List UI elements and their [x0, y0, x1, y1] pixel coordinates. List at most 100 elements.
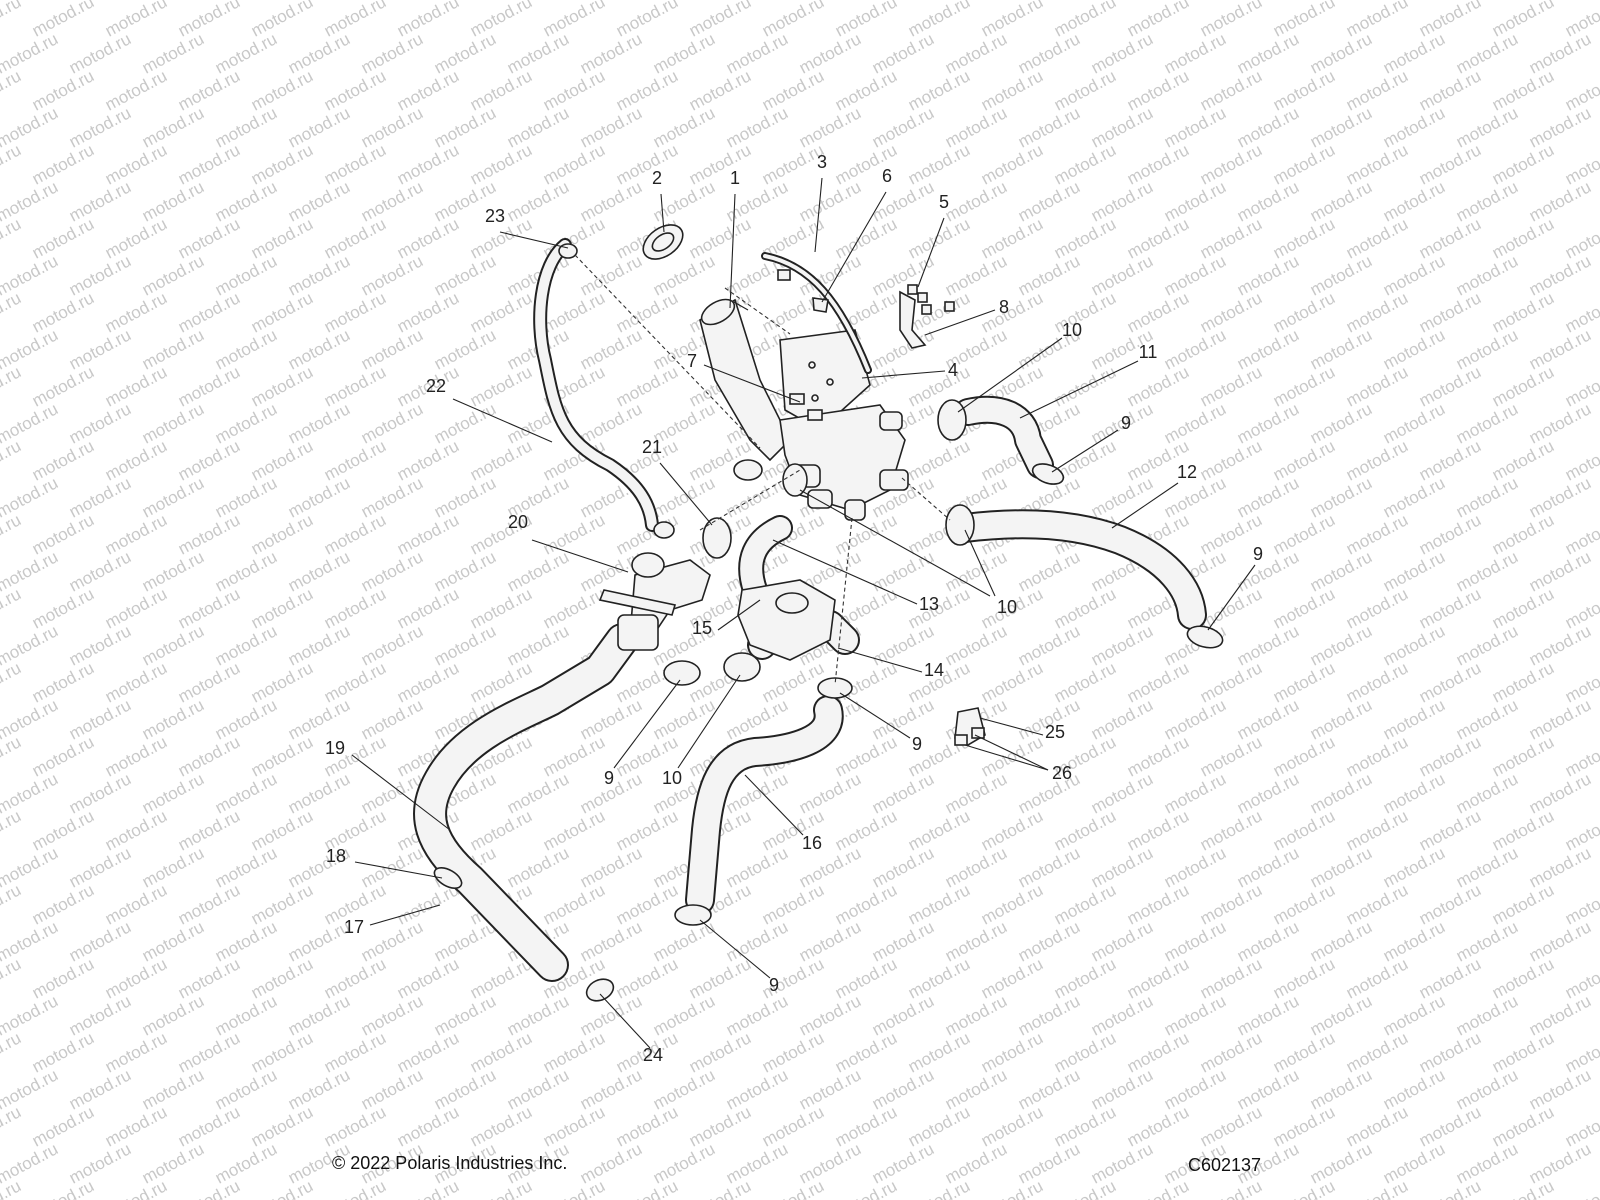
leader-c9b	[1207, 564, 1256, 631]
leader-c6	[821, 191, 887, 303]
leader-c10c	[677, 674, 741, 769]
leader-c2	[660, 193, 665, 233]
callout-c3: 3	[817, 152, 827, 172]
clamp-10c	[723, 652, 761, 682]
callout-c8: 8	[999, 297, 1009, 317]
bracket-8	[899, 290, 927, 349]
leader-c13	[772, 539, 918, 605]
leader-c9c	[613, 679, 681, 769]
leader-c7	[703, 364, 801, 403]
clip-6	[812, 297, 829, 313]
callout-c10a: 10	[1062, 320, 1082, 340]
callout-c9e: 9	[769, 975, 779, 995]
leader-c10b	[964, 529, 996, 597]
clamp-22-end	[653, 521, 675, 539]
callout-c10b: 10	[997, 597, 1017, 617]
callout-c23: 23	[485, 206, 505, 226]
clamp-9c	[663, 660, 701, 686]
callout-c14: 14	[924, 660, 944, 680]
leader-c20	[531, 539, 629, 573]
callout-c5: 5	[939, 192, 949, 212]
clamp-10a	[937, 399, 967, 441]
callout-c6: 6	[882, 166, 892, 186]
leader-c12	[1111, 482, 1179, 529]
leader-c19	[351, 754, 451, 831]
leader-c14	[837, 647, 923, 673]
bracket-plate-4	[779, 329, 871, 431]
callout-c15: 15	[692, 618, 712, 638]
thermostat-housing	[779, 404, 909, 521]
callout-c19: 19	[325, 738, 345, 758]
leader-c25	[979, 717, 1044, 736]
callout-labels: 1234567899999101010111213141516171819202…	[325, 152, 1263, 1065]
clamps	[433, 243, 1224, 1002]
cap-2	[642, 224, 684, 260]
hose-22	[533, 238, 659, 532]
hose-16	[685, 695, 844, 915]
callout-c9d: 9	[912, 734, 922, 754]
tube-3	[761, 252, 872, 374]
callout-c9b: 9	[1253, 544, 1263, 564]
housing-15	[737, 579, 836, 661]
figure-code: C602137	[1188, 1155, 1262, 1175]
leader-c9d	[839, 692, 911, 739]
callout-c10c: 10	[662, 768, 682, 788]
clamp-21	[702, 517, 732, 559]
leader-c3	[814, 177, 823, 253]
leader-c15	[717, 599, 761, 631]
clamp-9e	[674, 904, 712, 926]
clamp-10b	[945, 504, 975, 546]
callout-c24: 24	[643, 1045, 663, 1065]
callout-c18: 18	[326, 846, 346, 866]
hose-11	[954, 395, 1054, 479]
hose-19	[413, 623, 639, 982]
clamp-9a	[1031, 463, 1065, 485]
callout-c13: 13	[919, 594, 939, 614]
clip-7	[777, 269, 823, 421]
clamp-9d	[817, 677, 853, 699]
callout-c16: 16	[802, 833, 822, 853]
leader-c18	[354, 861, 443, 879]
leader-c5	[917, 217, 945, 288]
leader-c9e	[699, 919, 771, 979]
leader-c9a	[1051, 429, 1119, 473]
leader-c26	[964, 744, 1049, 771]
callout-c12: 12	[1177, 462, 1197, 482]
hose-12	[950, 509, 1207, 630]
thermostat-20	[598, 552, 711, 651]
screws-5	[907, 284, 955, 315]
clamp-10-top	[782, 463, 808, 497]
callout-c26: 26	[1052, 763, 1072, 783]
callout-c4: 4	[948, 360, 958, 380]
parts-illustration	[413, 224, 1224, 1002]
callout-c21: 21	[642, 437, 662, 457]
callout-c2: 2	[652, 168, 662, 188]
clamp-18	[433, 866, 463, 890]
callout-c22: 22	[426, 376, 446, 396]
leader-c21	[659, 462, 713, 526]
callout-c25: 25	[1045, 722, 1065, 742]
callout-c1: 1	[730, 168, 740, 188]
leader-c10b	[799, 489, 991, 597]
leader-lines	[351, 177, 1256, 1049]
copyright-text: © 2022 Polaris Industries Inc.	[332, 1153, 568, 1173]
fitting-25	[954, 707, 986, 746]
clamp-7-ring	[733, 459, 763, 481]
leader-c22	[452, 398, 553, 443]
leader-c1	[729, 193, 736, 309]
callout-c17: 17	[344, 917, 364, 937]
callout-c9a: 9	[1121, 413, 1131, 433]
leader-c8	[924, 309, 996, 336]
leader-c23	[499, 231, 569, 249]
callout-c11: 11	[1139, 342, 1158, 362]
coolant-bottle-1	[699, 298, 791, 462]
callout-c20: 20	[508, 512, 528, 532]
assembly-lines	[574, 254, 951, 686]
leader-c26	[974, 734, 1049, 771]
leader-c16	[744, 774, 804, 836]
leader-c11	[1019, 360, 1139, 419]
leader-c17	[369, 904, 441, 926]
hose-13	[738, 515, 793, 603]
clamp-9b	[1186, 625, 1224, 649]
